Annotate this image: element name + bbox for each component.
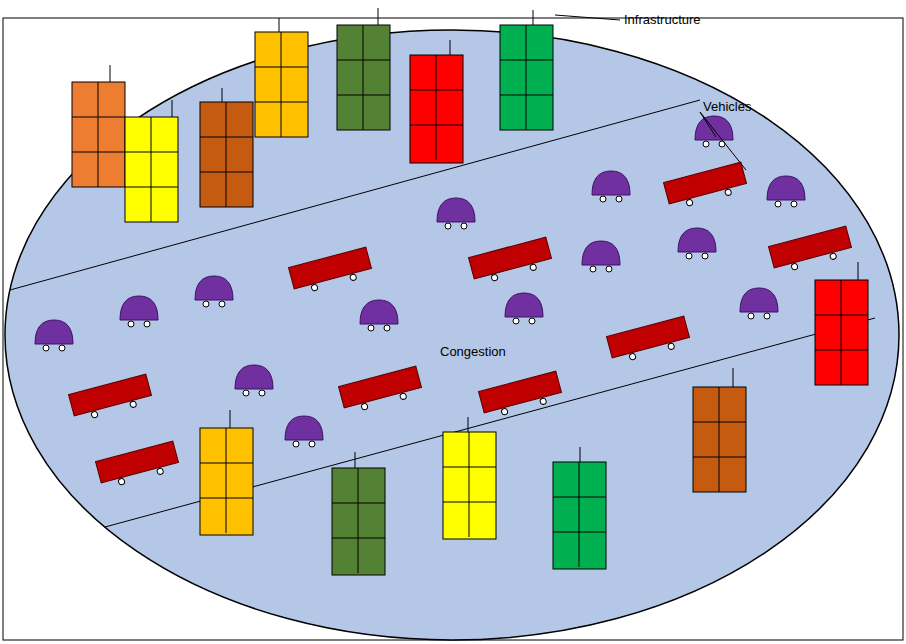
region-ellipse [5, 30, 899, 640]
region-label: Congestion [440, 344, 506, 360]
frame [3, 18, 903, 640]
leader-lines [555, 15, 746, 170]
callout-label: Infrastructure [624, 12, 701, 28]
cars [35, 116, 805, 447]
buildings [72, 8, 868, 575]
callout-label: Vehicles [703, 99, 751, 115]
trucks [69, 162, 854, 490]
